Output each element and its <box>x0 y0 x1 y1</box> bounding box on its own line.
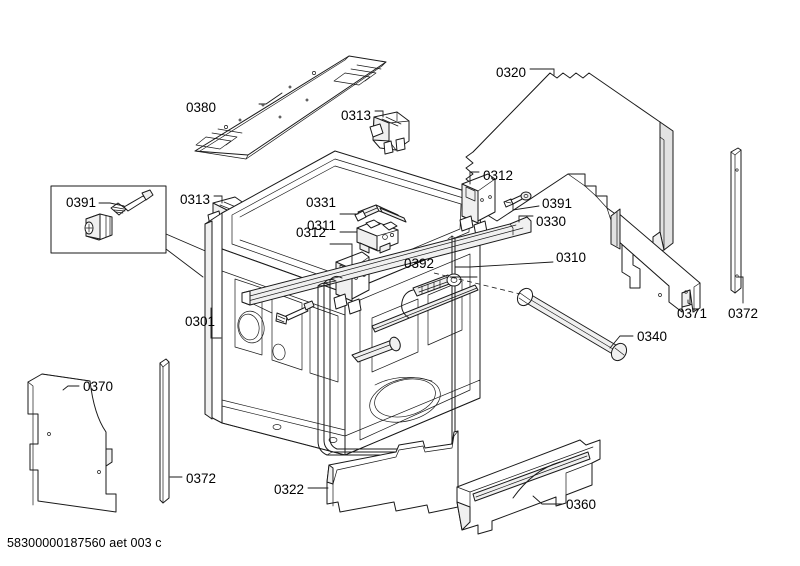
callout-label-0360: 0360 <box>566 497 596 512</box>
part-0322-base-front-cover <box>326 430 459 514</box>
part-0391-screw-washer <box>503 191 532 208</box>
part-0312-hinge-bracket-right <box>459 173 496 237</box>
leader-0311 <box>518 215 534 223</box>
part-0330-door-lock-module <box>356 219 399 254</box>
part-0311-upper-rail <box>241 216 532 306</box>
callout-label-0391-box: 0391 <box>66 195 96 210</box>
callout-label-0372-left: 0372 <box>186 471 216 486</box>
callout-label-0380: 0380 <box>186 100 216 115</box>
leader-0310 <box>454 261 554 268</box>
part-0313-corner-bracket-top <box>369 111 410 155</box>
callout-label-0331: 0331 <box>306 195 336 210</box>
callout-label-0301: 0301 <box>185 314 215 329</box>
part-0360-base-plinth-tray <box>456 439 601 535</box>
callout-label-0370: 0370 <box>83 379 113 394</box>
leader-0360 <box>532 495 564 505</box>
part-0370-side-insulation-panel <box>27 373 117 513</box>
leader-0313-top <box>374 110 384 118</box>
leader-0312-left <box>329 243 353 271</box>
leader-0391-box <box>98 202 125 207</box>
detail-box-0391 <box>50 185 211 278</box>
callout-label-0312-right: 0312 <box>483 168 513 183</box>
callout-label-0310: 0310 <box>556 250 586 265</box>
callout-label-0322: 0322 <box>274 482 304 497</box>
part-0372-edge-trim-right <box>730 147 742 294</box>
callout-label-0392: 0392 <box>404 256 434 271</box>
part-0371-side-panel-bracket <box>610 208 701 313</box>
part-0340-hinge-rod <box>433 272 628 362</box>
callout-label-0371: 0371 <box>677 306 707 321</box>
leader-0370 <box>62 385 80 391</box>
callout-label-0313-top: 0313 <box>341 108 371 123</box>
leader-0301 <box>210 307 222 339</box>
leader-0380 <box>258 92 283 105</box>
leader-0320 <box>529 68 555 76</box>
leader-0313-left <box>213 195 223 204</box>
callout-label-0313-left: 0313 <box>180 192 210 207</box>
callout-label-0340: 0340 <box>637 329 667 344</box>
part-0380-top-cover-panel <box>194 55 387 160</box>
leader-0371 <box>687 299 693 306</box>
drawing-caption: 58300000187560 aet 003 c <box>7 536 162 550</box>
callout-label-0391-right: 0391 <box>542 196 572 211</box>
part-0372-edge-trim-left <box>159 358 170 504</box>
leader-0391-right <box>512 203 540 211</box>
leader-0340 <box>609 335 634 349</box>
leader-0312-right <box>469 171 480 185</box>
callout-label-0372-right: 0372 <box>728 306 758 321</box>
callout-label-0311: 0330 <box>536 214 566 229</box>
callout-label-0312-left: 0312 <box>296 225 326 240</box>
callout-label-0330: 0311 <box>307 218 336 233</box>
part-0331-latch-lever <box>354 204 407 223</box>
callout-label-0320: 0320 <box>496 65 526 80</box>
leader-0372-right <box>737 276 744 304</box>
